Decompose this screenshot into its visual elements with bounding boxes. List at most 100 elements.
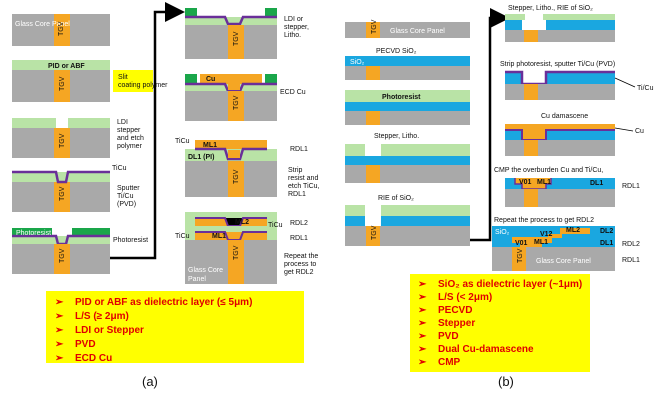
b-summary-box: ➢ SiO₂ as dielectric layer (~1μm) ➢ L/S … bbox=[410, 274, 590, 372]
b-step-glass-core: TGV Glass Core Panel bbox=[345, 19, 470, 38]
tgv-label: TGV bbox=[59, 186, 66, 201]
a-step-glass-core: Glass Core Panel TGV bbox=[12, 14, 110, 46]
tgv-label: TGV bbox=[59, 133, 66, 148]
ticu-label: TiCu bbox=[175, 138, 190, 145]
glass-core-label-2: Glass Core Panel bbox=[536, 258, 591, 265]
cu-label: Cu bbox=[635, 128, 644, 135]
glass-core-label: Glass Core Panel bbox=[15, 21, 70, 28]
svg-text:➢: ➢ bbox=[55, 311, 64, 322]
rdl1-label-2: RDL1 bbox=[622, 257, 640, 264]
caption-a: (a) bbox=[142, 374, 158, 389]
a-step-photoresist: Photoresist TGV Photoresist bbox=[12, 228, 148, 274]
rdl1-label-2: RDL1 bbox=[290, 235, 308, 242]
b-bullet: SiO₂ as dielectric layer (~1μm) bbox=[438, 279, 582, 290]
tgv-label: TGV bbox=[371, 225, 378, 240]
ticu-label: Ti/Cu bbox=[637, 85, 654, 92]
ticu-label-2: TiCu bbox=[268, 222, 283, 229]
b-bullet: Stepper bbox=[438, 318, 475, 329]
svg-text:➢: ➢ bbox=[418, 331, 427, 342]
stepper-label: Stepper, Litho. bbox=[374, 133, 419, 140]
v12-label: V12 bbox=[540, 231, 553, 238]
ml1-label-2: ML1 bbox=[212, 233, 226, 240]
svg-text:➢: ➢ bbox=[418, 305, 427, 316]
pecvd-label: PECVD SiO₂ bbox=[376, 48, 417, 55]
a-bullet: L/S (≥ 2μm) bbox=[75, 311, 129, 322]
dl1-label-2: DL1 bbox=[600, 240, 613, 247]
ml1-label: ML1 bbox=[203, 142, 217, 149]
slit-coating-note bbox=[113, 70, 153, 92]
ecd-cu-label: ECD Cu bbox=[280, 89, 306, 96]
rdl1-label: RDL1 bbox=[290, 146, 308, 153]
a-bullet: ECD Cu bbox=[75, 353, 112, 364]
a-bullet: PVD bbox=[75, 339, 96, 350]
b-bullet: Dual Cu-damascene bbox=[438, 344, 534, 355]
svg-text:➢: ➢ bbox=[55, 325, 64, 336]
svg-text:➢: ➢ bbox=[418, 279, 427, 290]
tgv-label: TGV bbox=[233, 169, 240, 184]
repeat-label: Repeat the process to get RDL2 bbox=[494, 217, 594, 224]
strip-sputter-label: Strip photoresist, sputter Ti/Cu (PVD) bbox=[500, 61, 615, 68]
b-bullet: PVD bbox=[438, 331, 459, 342]
ticu-label: TiCu bbox=[112, 165, 127, 172]
tgv-label: TGV bbox=[233, 245, 240, 260]
svg-text:➢: ➢ bbox=[418, 292, 427, 303]
sio2-label-2: SiO₂ bbox=[495, 229, 510, 236]
tgv-label: TGV bbox=[59, 76, 66, 91]
stepper-rie-label: Stepper, Litho., RIE of SiO₂ bbox=[508, 5, 593, 12]
a-bullet: PID or ABF as dielectric layer (≤ 5μm) bbox=[75, 297, 252, 308]
dl2-label: DL2 bbox=[600, 228, 613, 235]
b-step-strip-sputter: Strip photoresist, sputter Ti/Cu (PVD) T… bbox=[500, 61, 654, 100]
svg-text:➢: ➢ bbox=[55, 353, 64, 364]
b-bullet: L/S (< 2μm) bbox=[438, 292, 492, 303]
a-bullet: LDI or Stepper bbox=[75, 325, 144, 336]
rdl2-label: RDL2 bbox=[622, 241, 640, 248]
cmp-label: CMP the overburden Cu and Ti/Cu, bbox=[494, 167, 603, 174]
a-step-ecd-cu: Cu TGV ECD Cu bbox=[185, 74, 306, 121]
v01-label-2: V01 bbox=[515, 240, 528, 247]
photoresist-label: Photoresist bbox=[382, 94, 421, 101]
photoresist-label: Photoresist bbox=[113, 237, 148, 244]
panel-b: TGV Glass Core Panel PECVD SiO₂ SiO₂ Pho… bbox=[345, 5, 654, 389]
cu-label: Cu bbox=[206, 76, 215, 83]
caption-b: (b) bbox=[498, 374, 514, 389]
svg-text:➢: ➢ bbox=[55, 339, 64, 350]
pid-abf-label: PID or ABF bbox=[48, 63, 85, 70]
cu-damascene-label: Cu damascene bbox=[541, 113, 588, 120]
ticu-label-3: TiCu bbox=[175, 233, 190, 240]
dl1-pi-label: DL1 (PI) bbox=[188, 154, 214, 161]
tgv-label: TGV bbox=[233, 31, 240, 46]
b-step-pecvd: PECVD SiO₂ SiO₂ bbox=[345, 48, 470, 80]
b-step-rie: RIE of SiO₂ TGV bbox=[345, 195, 470, 246]
b-step-cmp: CMP the overburden Cu and Ti/Cu, V01 ML1… bbox=[494, 167, 640, 207]
tgv-label: TGV bbox=[58, 21, 65, 36]
b-bullet: CMP bbox=[438, 357, 461, 368]
a-bullet-arrow: ➢ bbox=[55, 297, 64, 308]
panel-a: Glass Core Panel TGV PID or ABF TGV Slit… bbox=[12, 2, 320, 389]
ml1-label: ML1 bbox=[537, 179, 551, 186]
svg-text:➢: ➢ bbox=[418, 357, 427, 368]
photoresist-inline-label: Photoresist bbox=[16, 230, 51, 237]
glass-core-label: Glass Core Panel bbox=[390, 28, 445, 35]
rie-label: RIE of SiO₂ bbox=[378, 195, 414, 202]
tgv-label: TGV bbox=[233, 95, 240, 110]
b-bullet: PECVD bbox=[438, 305, 472, 316]
b-step-repeat: Repeat the process to get RDL2 SiO₂ V12 … bbox=[492, 217, 640, 271]
flow-arrow-a bbox=[110, 2, 185, 260]
svg-text:➢: ➢ bbox=[418, 344, 427, 355]
v01-label: V01 bbox=[519, 179, 532, 186]
dl1-label: DL1 bbox=[590, 180, 603, 187]
